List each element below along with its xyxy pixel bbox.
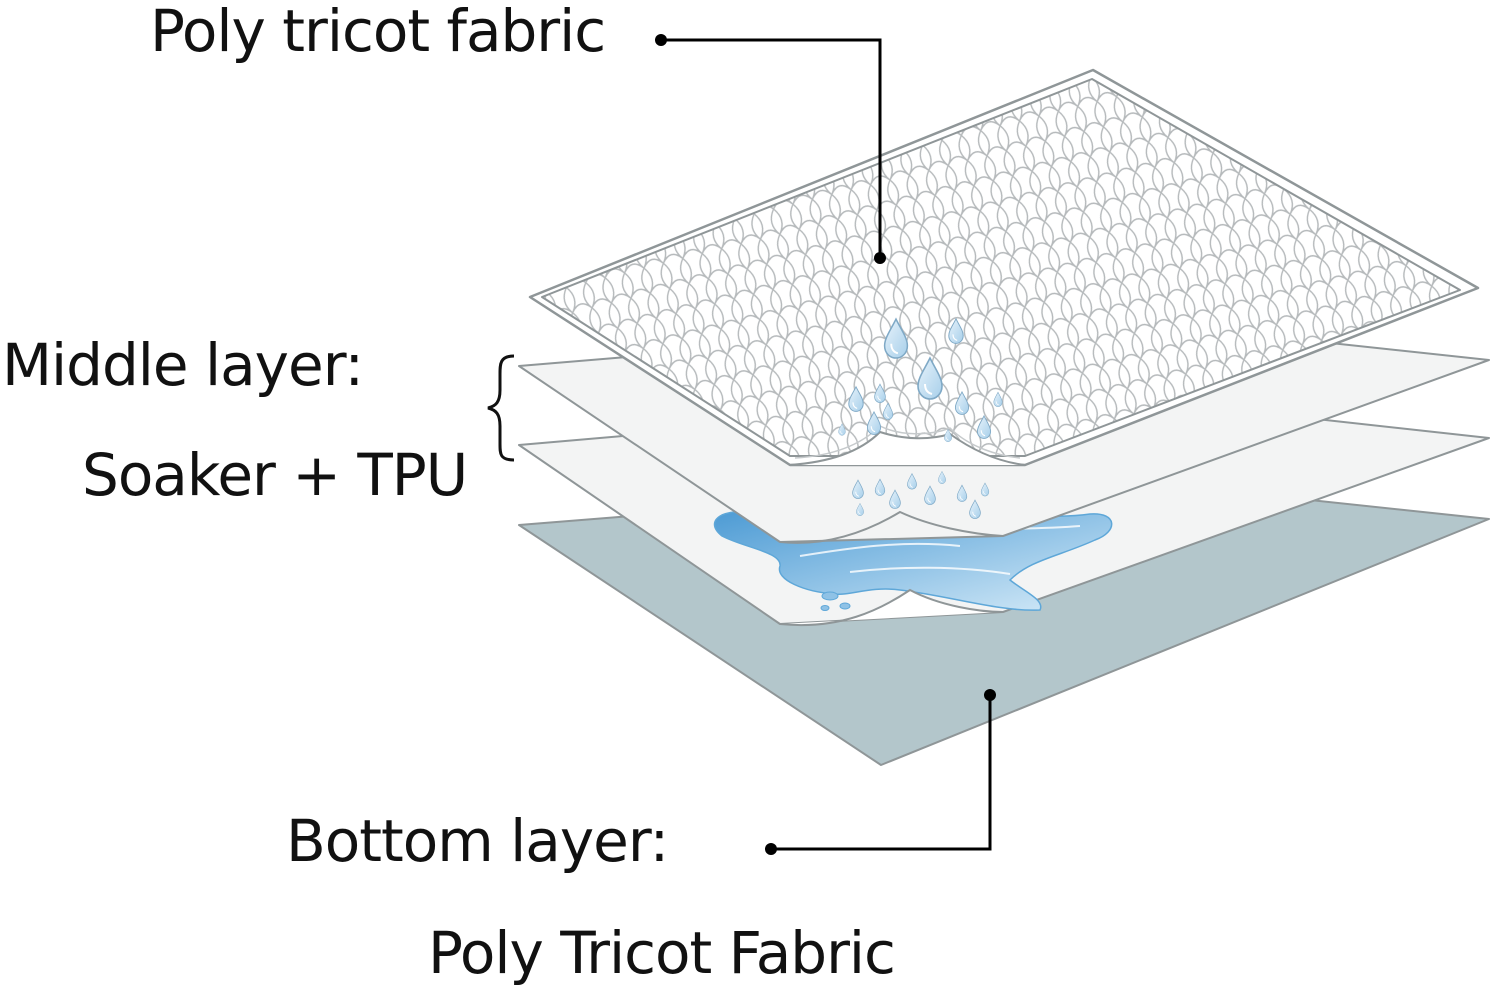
bottom-layer-detail: Poly Tricot Fabric — [428, 924, 895, 982]
middle-layer-brace — [488, 356, 514, 460]
middle-layer-detail: Soaker + TPU — [82, 446, 467, 504]
middle-layer-title: Middle layer: — [2, 336, 363, 394]
top-layer-label: Poly tricot fabric — [150, 2, 605, 60]
bottom-layer-title: Bottom layer: — [286, 812, 668, 870]
